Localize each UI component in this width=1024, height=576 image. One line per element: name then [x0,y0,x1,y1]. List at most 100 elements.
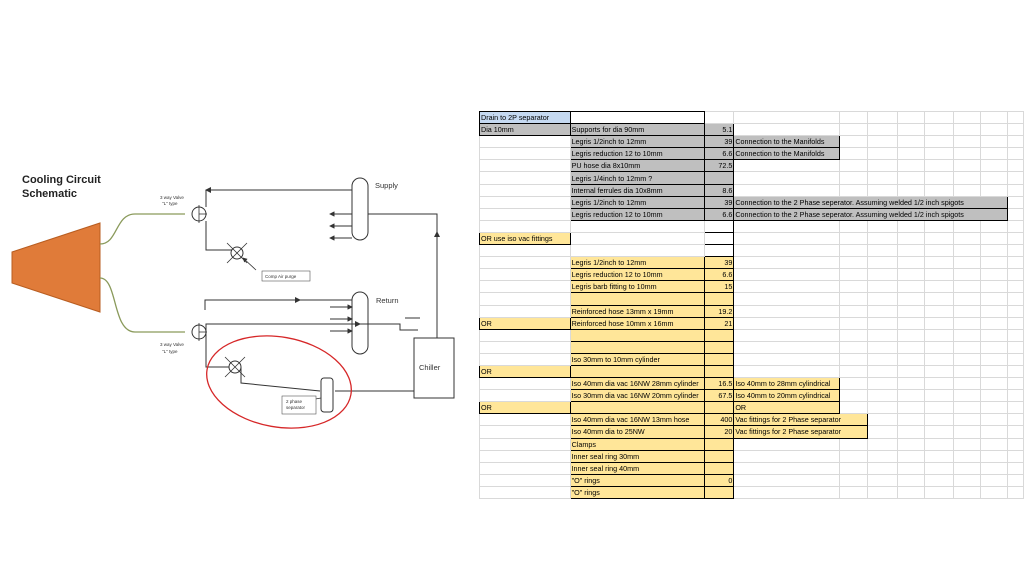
table-cell[interactable] [867,292,898,306]
table-cell[interactable] [923,316,955,330]
table-cell[interactable]: Supports for dia 90mm [569,123,705,137]
table-cell[interactable] [980,219,1009,233]
table-cell[interactable] [980,401,1009,415]
table-cell[interactable]: 16.5 [703,377,735,391]
table-cell[interactable]: OR [479,316,571,330]
table-cell[interactable] [838,449,869,463]
table-cell[interactable]: OR [479,364,571,379]
table-cell[interactable]: PU hose dia 8x10mm [569,159,705,173]
table-cell[interactable]: Iso 30mm to 10mm cylinder [569,352,705,366]
table-cell[interactable] [703,449,735,463]
table-cell[interactable]: 21 [703,316,735,330]
table-cell[interactable] [479,328,571,342]
table-cell[interactable] [867,485,898,500]
table-cell[interactable] [838,401,869,415]
table-cell[interactable]: Connection to the Manifolds [733,135,840,149]
table-cell[interactable] [896,389,925,403]
table-cell[interactable] [838,304,869,318]
table-cell[interactable] [867,123,898,137]
table-cell[interactable]: Reinforced hose 13mm x 19mm [569,304,705,318]
table-cell[interactable] [479,473,571,487]
table-cell[interactable] [980,328,1009,342]
table-cell[interactable]: Legris 1/2inch to 12mm [569,195,705,209]
table-cell[interactable] [1007,449,1024,463]
table-cell[interactable] [703,110,735,125]
table-cell[interactable] [1007,425,1024,439]
table-cell[interactable] [1007,364,1024,379]
table-cell[interactable] [479,449,571,463]
table-cell[interactable] [703,401,735,415]
table-cell[interactable] [980,268,1009,282]
table-cell[interactable] [867,328,898,342]
table-cell[interactable] [923,461,955,475]
table-cell[interactable] [569,328,705,342]
table-cell[interactable] [980,292,1009,306]
table-cell[interactable]: Inner seal ring 30mm [569,449,705,463]
table-cell[interactable] [896,147,925,161]
table-cell[interactable] [479,135,571,149]
table-cell[interactable] [867,244,898,258]
table-cell[interactable] [980,449,1009,463]
table-cell[interactable] [953,268,982,282]
table-cell[interactable] [703,340,735,354]
table-cell[interactable] [923,328,955,342]
table-cell[interactable] [896,413,925,427]
table-cell[interactable] [980,473,1009,487]
table-cell[interactable] [1007,219,1024,233]
table-cell[interactable] [569,401,705,415]
table-cell[interactable] [896,449,925,463]
table-cell[interactable]: Connection to the Manifolds [733,147,840,161]
table-cell[interactable] [703,244,735,258]
table-cell[interactable]: Reinforced hose 10mm x 16mm [569,316,705,330]
table-cell[interactable] [953,473,982,487]
table-cell[interactable]: Legris reduction 12 to 10mm [569,147,705,161]
table-cell[interactable] [867,110,898,125]
table-cell[interactable] [479,340,571,354]
table-cell[interactable] [838,256,869,270]
table-cell[interactable]: 39 [703,195,735,209]
table-cell[interactable] [867,171,898,185]
table-cell[interactable] [867,231,898,246]
table-cell[interactable]: "O" rings [569,473,705,487]
table-cell[interactable] [733,268,840,282]
table-cell[interactable] [953,159,982,173]
table-cell[interactable] [923,304,955,318]
table-cell[interactable] [923,413,955,427]
table-cell[interactable] [953,340,982,354]
table-cell[interactable] [980,377,1009,391]
table-cell[interactable] [479,268,571,282]
table-cell[interactable] [1007,135,1024,149]
table-cell[interactable] [980,340,1009,354]
table-cell[interactable] [923,364,955,379]
table-cell[interactable] [867,183,898,197]
table-cell[interactable] [953,461,982,475]
table-cell[interactable] [479,413,571,427]
table-cell[interactable]: 0 [703,473,735,487]
table-cell[interactable]: Inner seal ring 40mm [569,461,705,475]
table-cell[interactable] [733,256,840,270]
table-cell[interactable] [838,183,869,197]
table-cell[interactable] [896,461,925,475]
table-cell[interactable] [896,292,925,306]
table-cell[interactable] [896,304,925,318]
table-cell[interactable] [867,280,898,294]
table-cell[interactable] [703,171,735,185]
table-cell[interactable] [838,437,869,451]
table-cell[interactable] [1007,316,1024,330]
table-cell[interactable] [980,316,1009,330]
table-cell[interactable]: 19.2 [703,304,735,318]
table-cell[interactable] [838,377,869,391]
table-cell[interactable] [923,340,955,354]
table-cell[interactable] [838,159,869,173]
table-cell[interactable]: Iso 40mm to 28mm cylindrical [733,377,840,391]
table-cell[interactable] [479,425,571,439]
table-cell[interactable] [1007,328,1024,342]
table-cell[interactable] [838,231,869,246]
table-cell[interactable] [838,135,869,149]
table-cell[interactable] [923,231,955,246]
table-cell[interactable] [838,328,869,342]
table-cell[interactable]: 72.5 [703,159,735,173]
table-cell[interactable] [479,377,571,391]
table-cell[interactable] [569,244,705,258]
table-cell[interactable]: Connection to the 2 Phase seperator. Ass… [733,195,1009,209]
